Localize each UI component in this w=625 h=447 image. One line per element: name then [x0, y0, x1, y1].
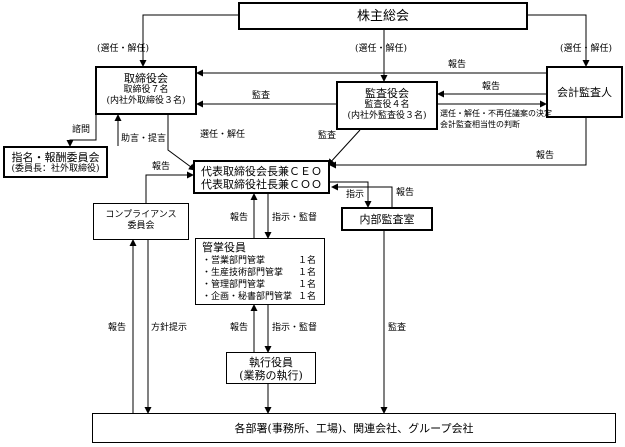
officers-title: 管掌役員 [202, 241, 246, 254]
label-audit-internal: 監査 [388, 323, 407, 333]
nomination-line-1: (委員長：社外取締役) [11, 164, 100, 174]
label-report-exec: 報告 [230, 323, 249, 333]
label-auditor-decision-2: 会計監査相当性の判断 [440, 120, 520, 129]
label-auditor-decision-1: 選任・解任・不再任議案の決定 [440, 109, 552, 118]
audit-board-line-1: 監査役４名 [364, 100, 410, 110]
label-instruct-internal: 指示 [346, 190, 365, 200]
ceo-line-1: 代表取締役会長兼ＣＥＯ [201, 165, 322, 178]
arrow-report-internal [331, 183, 393, 207]
label-report-dept-comp: 報告 [108, 323, 127, 333]
arrow-board-elect-ceo [167, 115, 196, 171]
arrow-elect-board [139, 14, 238, 67]
departments-box: 各部署(事務所、工場)、関連会社、グループ会社 [92, 413, 616, 443]
compliance-line-1: コンプライアンス [105, 210, 177, 220]
arrow-auditor-report-ceo [329, 118, 587, 169]
label-elect-right: (選任・解任) [560, 44, 613, 54]
executives-line-2: (業務の執行) [239, 369, 303, 382]
departments-title: 各部署(事務所、工場)、関連会社、グループ会社 [234, 422, 474, 435]
executives-line-1: 執行役員 [249, 356, 293, 369]
arrow-instruct-internal [330, 181, 372, 208]
compliance-line-2: 委員会 [127, 221, 155, 231]
label-advise: 助言・提言 [121, 134, 167, 144]
arrow-compliance-report [145, 171, 194, 203]
label-audit-ceo: 監査 [318, 131, 337, 141]
nomination-box: 指名・報酬委員会 (委員長：社外取締役) [3, 146, 108, 178]
executives-box: 執行役員 (業務の執行) [226, 352, 316, 384]
internal-audit-box: 内部監査室 [341, 207, 433, 231]
label-report-auditor-top: 報告 [448, 60, 467, 70]
auditor-box: 会計監査人 [546, 66, 623, 118]
label-elect-left: (選任・解任) [97, 44, 150, 54]
shareholders-title: 株主総会 [356, 9, 409, 24]
label-policy: 方針提示 [151, 323, 188, 333]
label-instruct-exec: 指示・監督 [272, 323, 318, 333]
board-line-1: 取締役７名 [123, 85, 169, 95]
arrow-audit-ceo [327, 129, 361, 166]
label-report-officers: 報告 [230, 213, 249, 223]
board-title: 取締役会 [124, 72, 168, 85]
ceo-box: 代表取締役会長兼ＣＥＯ 代表取締役社長兼ＣＯＯ [193, 160, 330, 194]
label-elect-mid: (選任・解任) [355, 44, 408, 54]
audit-board-line-2: (内社外監査役３名) [347, 111, 427, 121]
label-report-internal: 報告 [396, 188, 415, 198]
audit-board-title: 監査役会 [365, 87, 409, 100]
internal-audit-title: 内部監査室 [359, 213, 415, 226]
label-report-ceo-auditor: 報告 [536, 151, 555, 161]
label-consult: 諮問 [72, 125, 91, 135]
label-report-auditor-audit: 報告 [482, 82, 501, 92]
audit-board-box: 監査役会 監査役４名 (内社外監査役３名) [336, 81, 438, 130]
board-line-2: (内社外取締役３名) [106, 96, 186, 106]
label-board-elect-ceo: 選任・解任 [200, 130, 246, 140]
arrow-elect-auditor [528, 14, 590, 67]
label-instruct-officers: 指示・監督 [272, 213, 318, 223]
compliance-box: コンプライアンス 委員会 [93, 203, 189, 240]
ceo-line-2: 代表取締役社長兼ＣＯＯ [201, 178, 322, 191]
label-report-compliance: 報告 [152, 162, 171, 172]
shareholders-box: 株主総会 [238, 2, 528, 30]
arrow-consult [66, 112, 97, 147]
auditor-title: 会計監査人 [557, 86, 612, 99]
nomination-title: 指名・報酬委員会 [11, 151, 100, 164]
label-audit-board: 監査 [252, 91, 271, 101]
board-box: 取締役会 取締役７名 (内社外取締役３名) [95, 66, 197, 115]
